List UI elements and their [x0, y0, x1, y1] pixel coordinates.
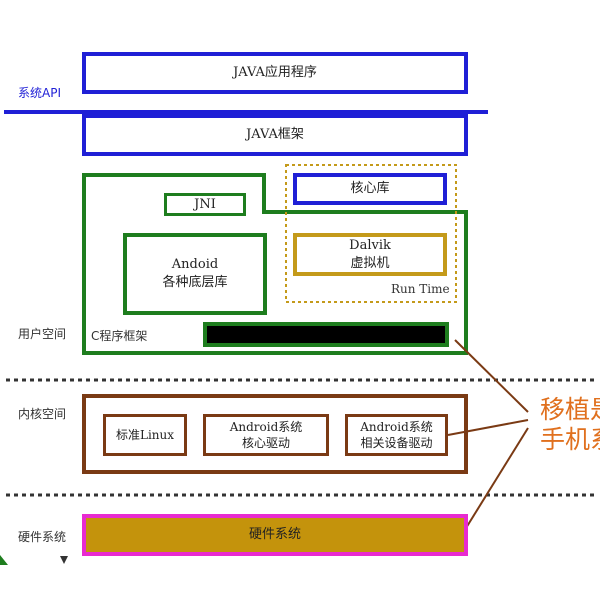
callout-line1: 移植是: [540, 395, 600, 424]
c-framework-label: C程序框架: [91, 329, 148, 343]
runtime-label: Run Time: [391, 282, 450, 296]
hardware-text: 硬件系统: [248, 527, 301, 542]
dalvik-box: Dalvik 虚拟机: [293, 233, 447, 276]
java-framework-text: JAVA框架: [246, 127, 304, 142]
native-libs-line2: 各种底层库: [162, 275, 228, 290]
dalvik-line2: 虚拟机: [350, 255, 390, 271]
callout-connector-hw: [465, 427, 529, 529]
core-libs-text: 核心库: [350, 181, 390, 196]
std-linux-box: 标准Linux: [103, 414, 187, 456]
user-space-frame: [82, 173, 468, 355]
cursor-icon: [60, 556, 68, 564]
std-linux-text: 标准Linux: [115, 428, 175, 442]
java-apps-box: JAVA应用程序: [82, 52, 468, 94]
java-apps-text: JAVA应用程序: [233, 65, 317, 80]
core-driver-line2: 核心驱动: [241, 436, 290, 450]
core-libs-box: 核心库: [293, 173, 447, 205]
hardware-box: 硬件系统: [82, 514, 468, 556]
callout-text: 移植是 手机系: [540, 395, 600, 455]
runtime-frame: [285, 164, 457, 303]
hardware-system-label: 硬件系统: [18, 530, 67, 544]
native-libs-line1: Andoid: [171, 257, 219, 272]
c-framework-bar: [203, 322, 449, 347]
kernel-space-box: [82, 394, 468, 474]
jni-box: JNI: [164, 193, 246, 216]
device-driver-line2: 相关设备驱动: [360, 436, 433, 450]
corner-mark: [0, 555, 8, 565]
core-driver-line1: Android系统: [229, 420, 303, 434]
callout-connector-c: [454, 339, 529, 413]
callout-line2: 手机系: [540, 425, 600, 454]
kernel-space-label: 内核空间: [18, 407, 67, 421]
user-space-label: 用户空间: [18, 327, 67, 341]
system-api-label: 系统API: [18, 86, 61, 100]
jni-text: JNI: [194, 196, 216, 212]
java-framework-box: JAVA框架: [82, 114, 468, 156]
device-driver-box: Android系统 相关设备驱动: [345, 414, 448, 456]
native-libs-box: Andoid 各种底层库: [123, 233, 267, 315]
dalvik-line1: Dalvik: [349, 237, 391, 253]
core-driver-box: Android系统 核心驱动: [203, 414, 329, 456]
callout-connector-driver: [447, 419, 529, 436]
device-driver-line1: Android系统: [360, 420, 433, 434]
